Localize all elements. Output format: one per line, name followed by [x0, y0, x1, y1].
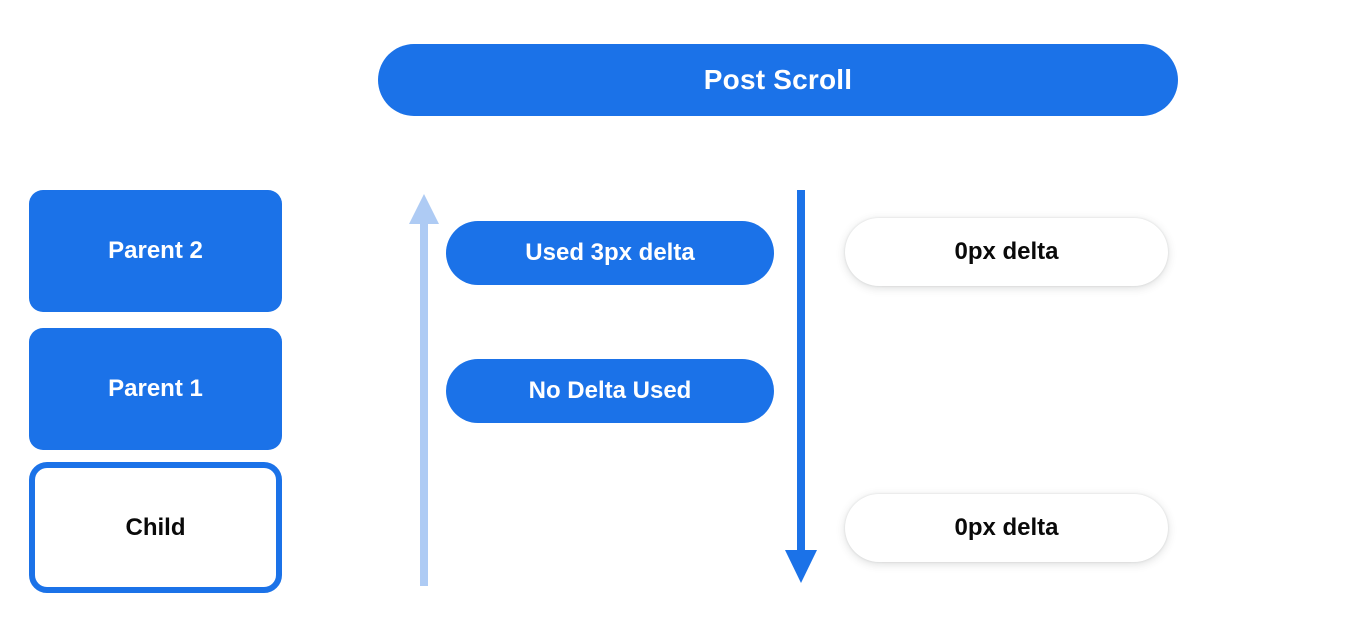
scroll-up-arrow-icon	[409, 194, 439, 586]
stack-box-parent-1: Parent 1	[29, 328, 282, 450]
scroll-down-arrow-icon	[785, 190, 817, 583]
delta-pill-top: 0px delta	[845, 218, 1168, 286]
delta-pill-bottom: 0px delta	[845, 494, 1168, 562]
stack-box-parent-2: Parent 2	[29, 190, 282, 312]
delta-pill-label: 0px delta	[954, 238, 1059, 265]
stack-box-label: Child	[125, 513, 186, 541]
stack-box-label: Parent 1	[108, 375, 203, 402]
note-pill-no-delta: No Delta Used	[446, 359, 774, 423]
stack-box-label: Parent 2	[108, 237, 203, 264]
delta-pill-label: 0px delta	[954, 514, 1059, 541]
page-title: Post Scroll	[703, 64, 853, 95]
diagram-title-bar: Post Scroll	[378, 44, 1178, 116]
note-pill-used-delta: Used 3px delta	[446, 221, 774, 285]
stack-box-child: Child	[29, 462, 282, 593]
note-pill-label: Used 3px delta	[525, 239, 695, 266]
note-pill-label: No Delta Used	[528, 377, 692, 404]
